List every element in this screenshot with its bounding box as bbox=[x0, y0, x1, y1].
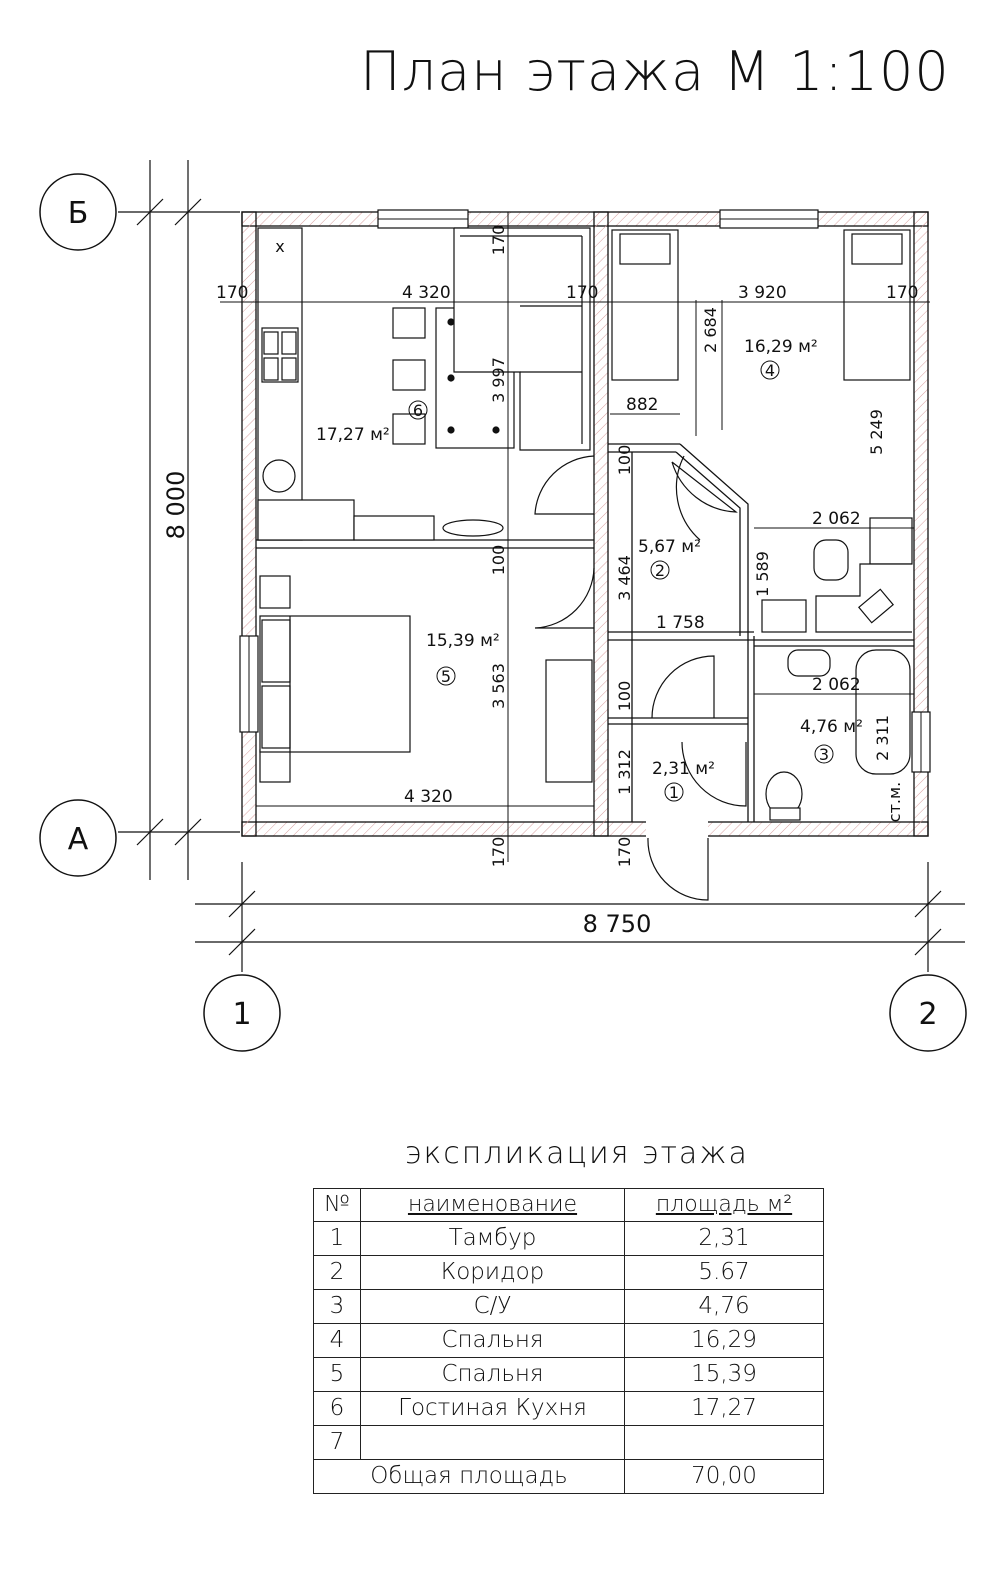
row-num: 5 bbox=[313, 1357, 361, 1392]
row-num: 3 bbox=[313, 1289, 361, 1324]
room-5-area: 15,39 м² bbox=[426, 631, 500, 651]
dim-bedroom5-depth: 3 563 bbox=[489, 663, 508, 709]
table-row: 2 Коридор 5.67 bbox=[313, 1255, 824, 1290]
total-label: Общая площадь bbox=[313, 1459, 625, 1494]
axis-bubble-a: А bbox=[39, 799, 117, 877]
col-num-header: № bbox=[313, 1188, 361, 1222]
room-6-area: 17,27 м² bbox=[316, 425, 390, 445]
dim-bottom-wall-1: 170 bbox=[489, 837, 508, 868]
row-num: 2 bbox=[313, 1255, 361, 1290]
explication-table: № наименование площадь м² 1 Тамбур 2,31 … bbox=[313, 1188, 824, 1494]
table-row: 3 С/У 4,76 bbox=[313, 1289, 824, 1324]
dim-kitchen-depth: 3 997 bbox=[489, 357, 508, 403]
dim-kitchen-width: 4 320 bbox=[402, 283, 451, 303]
row-area: 16,29 bbox=[624, 1323, 824, 1358]
axis-bubble-1: 1 bbox=[203, 974, 281, 1052]
furniture bbox=[257, 227, 913, 821]
dim-desk-depth: 1 589 bbox=[753, 551, 772, 597]
room-2: 5,67 м² 2 bbox=[638, 537, 701, 580]
total-value: 70,00 bbox=[624, 1459, 824, 1494]
axis-bubble-b: Б bbox=[39, 173, 117, 251]
internal-dims bbox=[220, 212, 930, 862]
dim-bedroom4-width: 3 920 bbox=[738, 283, 787, 303]
dim-wall-mid: 170 bbox=[566, 283, 598, 303]
row-num: 6 bbox=[313, 1391, 361, 1426]
drawing-title: План этажа М 1:100 bbox=[360, 40, 950, 103]
dim-corridor-width: 1 758 bbox=[656, 613, 705, 633]
dim-bedroom4-depth-b: 5 249 bbox=[867, 409, 886, 455]
room-2-area: 5,67 м² bbox=[638, 537, 701, 557]
dim-bath-width: 2 062 bbox=[812, 675, 861, 695]
row-area: 15,39 bbox=[624, 1357, 824, 1392]
row-name: Коридор bbox=[360, 1255, 625, 1290]
row-name: Спальня bbox=[360, 1357, 625, 1392]
row-name: Тамбур bbox=[360, 1221, 625, 1256]
dim-bath-depth: 2 311 bbox=[873, 715, 892, 761]
row-num: 7 bbox=[313, 1425, 361, 1460]
room-3-num: 3 bbox=[819, 745, 829, 764]
axis-label-1: 1 bbox=[232, 997, 251, 1032]
room-1: 2,31 м² 1 bbox=[652, 759, 715, 802]
row-name: Спальня bbox=[360, 1323, 625, 1358]
row-name: Гостиная Кухня bbox=[360, 1391, 625, 1426]
table-row: 5 Спальня 15,39 bbox=[313, 1357, 824, 1392]
table-total-row: Общая площадь 70,00 bbox=[313, 1459, 824, 1494]
axis-label-2: 2 bbox=[918, 997, 937, 1032]
dim-door-thk-2: 100 bbox=[489, 545, 508, 576]
explication-title: экспликация этажа bbox=[405, 1136, 749, 1171]
axis-grid bbox=[118, 160, 965, 972]
doors bbox=[534, 455, 747, 901]
dim-bedroom4-nook: 882 bbox=[626, 395, 658, 415]
room-5: 15,39 м² 5 bbox=[426, 631, 500, 686]
dim-kitchen-wall-top: 170 bbox=[489, 225, 508, 256]
row-area: 4,76 bbox=[624, 1289, 824, 1324]
row-area bbox=[624, 1425, 824, 1460]
row-area: 17,27 bbox=[624, 1391, 824, 1426]
dim-bedroom4-depth-a: 2 684 bbox=[701, 307, 720, 353]
row-area: 5.67 bbox=[624, 1255, 824, 1290]
row-num: 1 bbox=[313, 1221, 361, 1256]
row-name bbox=[360, 1425, 625, 1460]
axis-label-b: Б bbox=[68, 196, 89, 231]
stove-mark: х bbox=[275, 237, 284, 256]
dim-bedroom5-width: 4 320 bbox=[404, 787, 453, 807]
table-row: 1 Тамбур 2,31 bbox=[313, 1221, 824, 1256]
room-1-area: 2,31 м² bbox=[652, 759, 715, 779]
room-4-area: 16,29 м² bbox=[744, 337, 818, 357]
row-area: 2,31 bbox=[624, 1221, 824, 1256]
dim-door-thk-1: 100 bbox=[615, 445, 634, 476]
room-1-num: 1 bbox=[669, 783, 679, 802]
dim-wall-right: 170 bbox=[886, 283, 918, 303]
room-3: 4,76 м² 3 bbox=[800, 717, 863, 764]
axis-bubble-2: 2 bbox=[889, 974, 967, 1052]
room-2-num: 2 bbox=[655, 561, 665, 580]
table-row: 7 bbox=[313, 1425, 824, 1460]
dim-vestibule-height: 1 312 bbox=[615, 749, 634, 795]
room-5-num: 5 bbox=[441, 667, 451, 686]
col-name-header: наименование bbox=[360, 1188, 625, 1222]
room-6-num: 6 bbox=[413, 401, 423, 420]
dim-corridor-height: 3 464 bbox=[615, 555, 634, 601]
dim-door-thk-3: 100 bbox=[615, 681, 634, 712]
room-4-num: 4 bbox=[765, 361, 775, 380]
table-header-row: № наименование площадь м² bbox=[313, 1188, 824, 1222]
col-area-header: площадь м² bbox=[624, 1188, 824, 1222]
table-row: 6 Гостиная Кухня 17,27 bbox=[313, 1391, 824, 1426]
floor-plan: Б А 1 2 8 000 8 750 bbox=[39, 160, 967, 1052]
row-name: С/У bbox=[360, 1289, 625, 1324]
dim-desk-width: 2 062 bbox=[812, 509, 861, 529]
overall-width: 8 750 bbox=[583, 910, 652, 938]
room-6: 17,27 м² 6 bbox=[316, 400, 428, 445]
table-row: 4 Спальня 16,29 bbox=[313, 1323, 824, 1358]
dim-wall-left: 170 bbox=[216, 283, 248, 303]
overall-height: 8 000 bbox=[162, 471, 190, 540]
walls bbox=[239, 209, 931, 838]
dim-bottom-wall-2: 170 bbox=[615, 837, 634, 868]
bath-label: ст.м. bbox=[885, 782, 904, 822]
axis-label-a: А bbox=[68, 822, 89, 857]
room-4: 16,29 м² 4 bbox=[744, 337, 818, 380]
room-3-area: 4,76 м² bbox=[800, 717, 863, 737]
row-num: 4 bbox=[313, 1323, 361, 1358]
